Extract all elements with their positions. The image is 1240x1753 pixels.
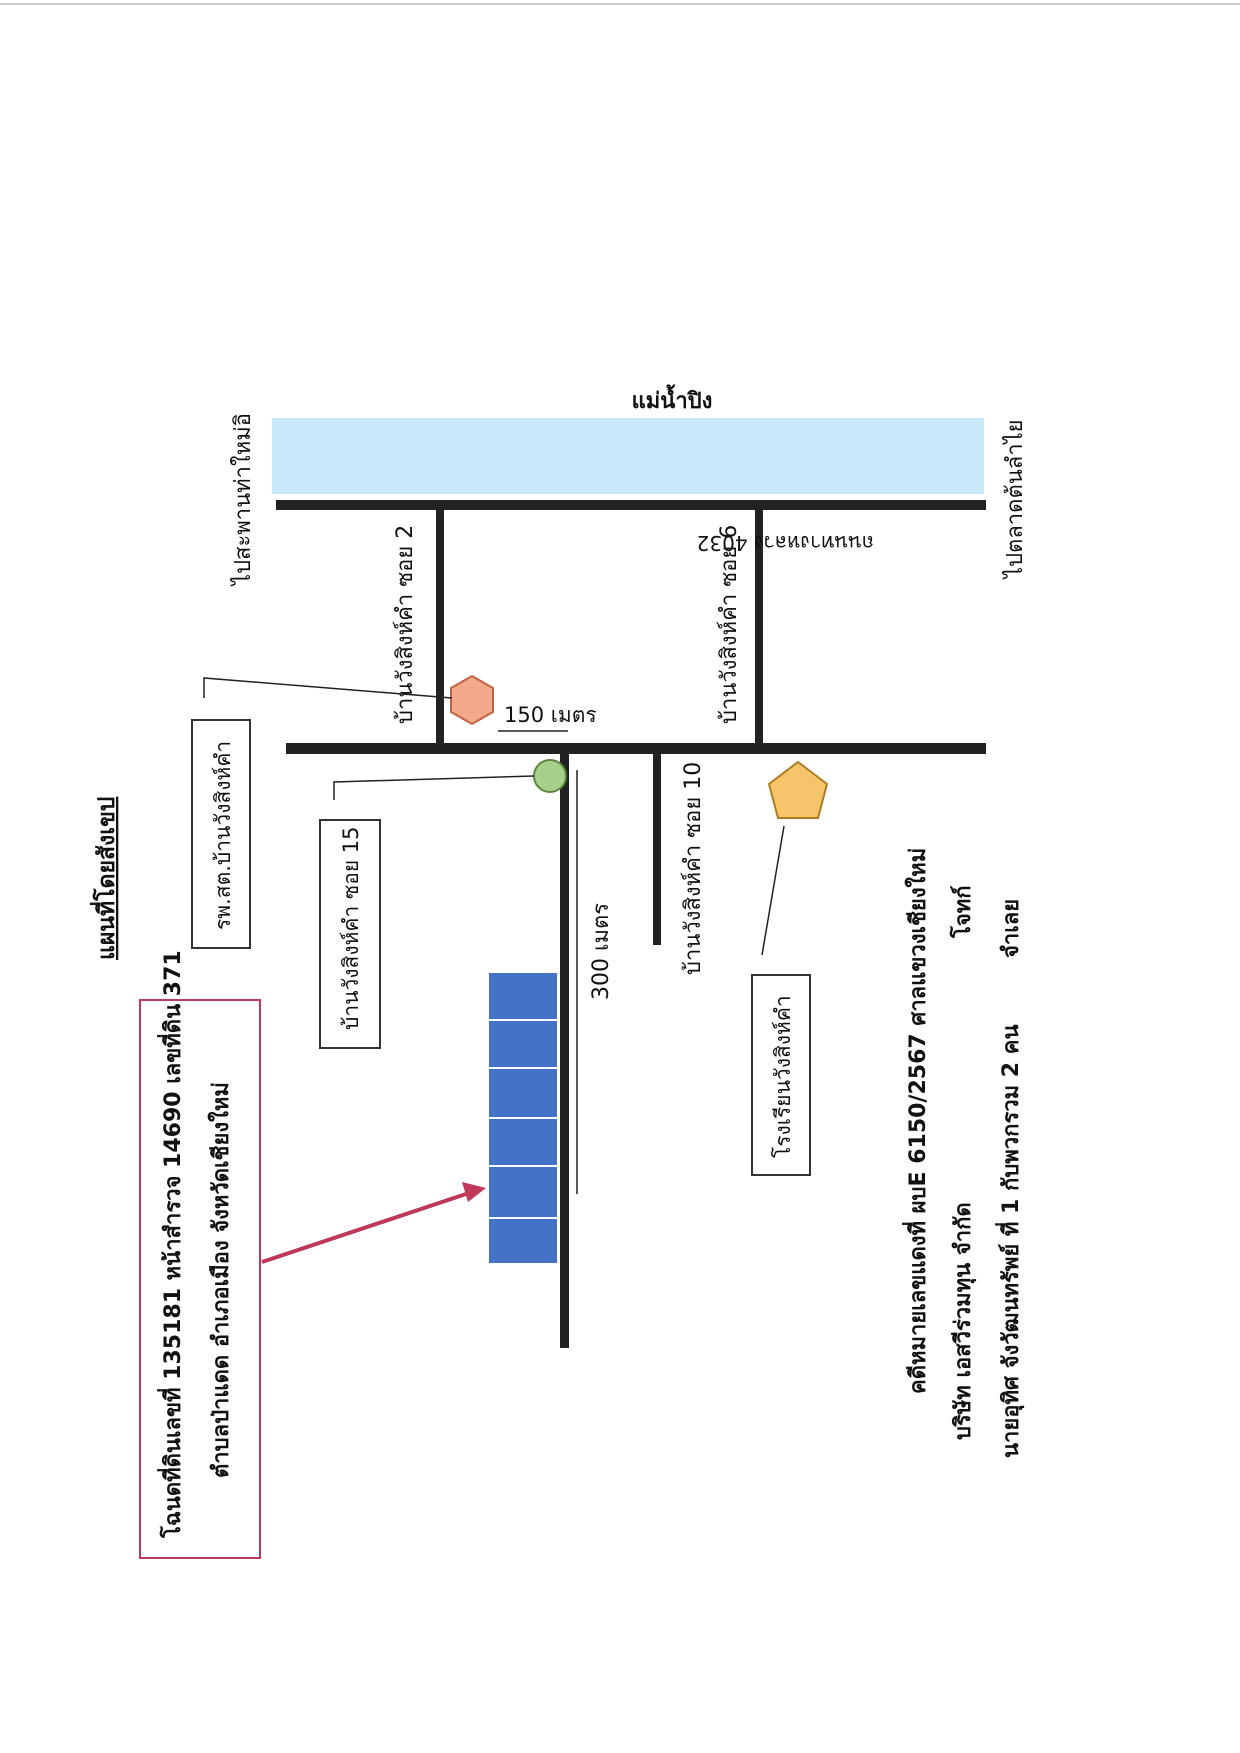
label-300m: 300 เมตร [589, 903, 614, 1000]
plot-cell [487, 1019, 559, 1069]
road-to-plot [560, 752, 569, 1348]
case-line-2b: โจทก์ [949, 885, 976, 939]
deed-line-2: ตำบลป่าแดด อำเภอเมือง จังหวัดเชียงใหม่ [207, 1082, 234, 1478]
deed-line-1: โฉนดที่ดินเลขที่ 135181 หน้าสำรวจ 14690 … [156, 950, 186, 1539]
case-line-3b: จำเลย [999, 899, 1024, 958]
label-soi-10: บ้านวังสิงห์คำ ซอย 10 [681, 762, 706, 975]
map-title: แผนที่โดยสังเขป [89, 797, 120, 960]
hospital-marker [450, 674, 494, 726]
village-15-leader [333, 775, 535, 800]
road-soi-10 [653, 752, 661, 945]
village-15-box [319, 819, 381, 1049]
village-15-label: บ้านวังสิงห์คำ ซอย 15 [339, 826, 363, 1030]
school-leader [761, 825, 785, 956]
plot-cell [487, 1217, 559, 1265]
hospital-box [191, 719, 251, 949]
river-label: แม่น้ำปิง [632, 384, 713, 414]
land-plot [487, 971, 559, 1265]
label-soi-6: บ้านวังสิงห์คำ ซอย 6 [717, 525, 742, 724]
road-soi-6 [755, 508, 763, 748]
hospital-label: รพ.สต.บ้านวังสิงห์คำ [211, 741, 235, 930]
plot-cell [487, 971, 559, 1021]
hospital-leader [203, 677, 453, 699]
case-line-1: คดีหมายเลขแดงที่ ผบE 6150/2567 ศาลแขวงเช… [901, 848, 931, 1394]
plot-cell [487, 1117, 559, 1167]
school-label: โรงเรียนวังสิงห์คำ [771, 995, 795, 1158]
school-box [751, 974, 811, 1176]
deed-box [139, 999, 261, 1559]
school-marker [767, 760, 829, 819]
label-150m: 150 เมตร [504, 703, 597, 727]
case-line-3a: นายอุทิศ จังวัฒนทรัพย์ ที่ 1 กับพวกรวม 2… [994, 1024, 1025, 1458]
label-to-north: ไปสะพานท่าใหม่อิ [230, 413, 256, 587]
cross-road [286, 743, 986, 754]
label-to-south: ไปตลาดต้นลำไย [1002, 419, 1028, 580]
label-main-road: ถนนทางหลวง 4032 [697, 531, 874, 555]
road-soi-2 [436, 508, 444, 748]
pointer-arrow [261, 1182, 486, 1264]
river [272, 418, 984, 494]
plot-cell [487, 1165, 559, 1219]
village-15-marker [533, 759, 567, 793]
case-line-2a: บริษัท เอสวีร่วมทุน จำกัด [951, 1202, 977, 1440]
label-soi-2: บ้านวังสิงห์คำ ซอย 2 [393, 525, 418, 724]
plot-cell [487, 1067, 559, 1119]
main-road [276, 500, 986, 510]
